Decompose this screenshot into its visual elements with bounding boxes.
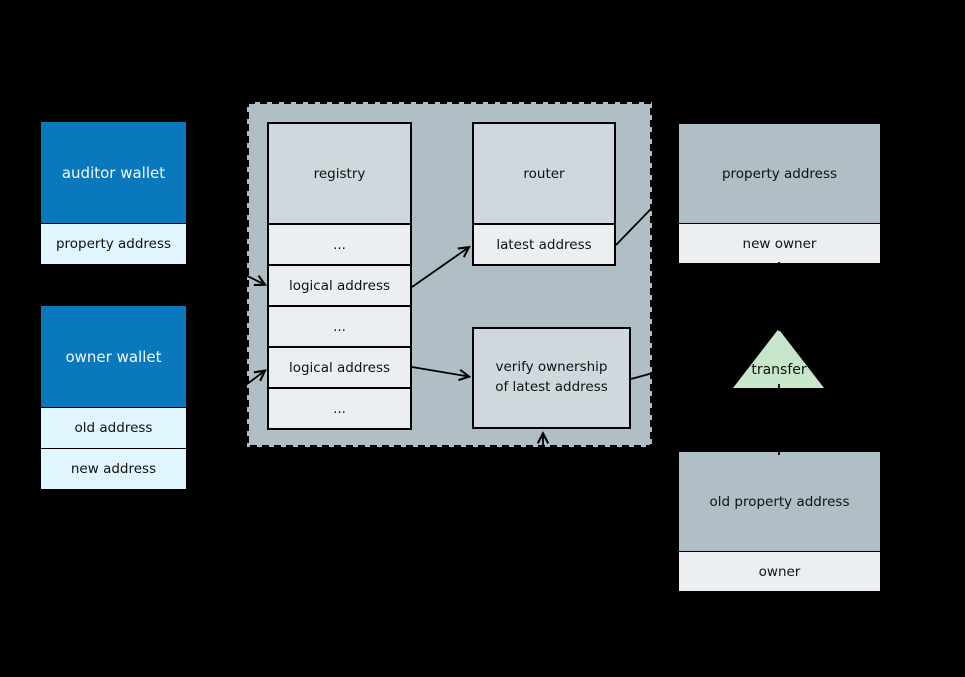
owner-wallet-box: owner wallet old address new address xyxy=(40,305,187,490)
registry-row-ellipsis-1: ... xyxy=(269,223,410,264)
registry-row-ellipsis-2: ... xyxy=(269,305,410,346)
property-address-box: property address new owner xyxy=(678,123,881,264)
property-address-row-new-owner: new owner xyxy=(679,223,880,263)
owner-wallet-row-new-address: new address xyxy=(41,448,186,489)
verify-ownership-box: verify ownership of latest address xyxy=(472,327,631,429)
owner-wallet-title: owner wallet xyxy=(41,306,186,407)
old-property-address-box: old property address owner xyxy=(678,451,881,592)
auditor-wallet-row-property-address: property address xyxy=(41,223,186,264)
old-property-address-row-owner: owner xyxy=(679,551,880,591)
registry-row-logical-address-1: logical address xyxy=(269,264,410,305)
registry-title: registry xyxy=(269,124,410,223)
owner-wallet-row-old-address: old address xyxy=(41,407,186,448)
router-row-latest-address: latest address xyxy=(474,223,614,264)
registry-row-logical-address-2: logical address xyxy=(269,346,410,387)
old-property-address-title: old property address xyxy=(679,452,880,551)
registry-box: registry ... logical address ... logical… xyxy=(267,122,412,430)
auditor-wallet-box: auditor wallet property address xyxy=(40,121,187,265)
registry-row-ellipsis-3: ... xyxy=(269,387,410,428)
router-title: router xyxy=(474,124,614,223)
property-address-title: property address xyxy=(679,124,880,223)
transfer-triangle xyxy=(733,329,824,388)
transfer-triangle-label: transfer xyxy=(751,362,807,378)
auditor-wallet-title: auditor wallet xyxy=(41,122,186,223)
router-box: router latest address xyxy=(472,122,616,266)
